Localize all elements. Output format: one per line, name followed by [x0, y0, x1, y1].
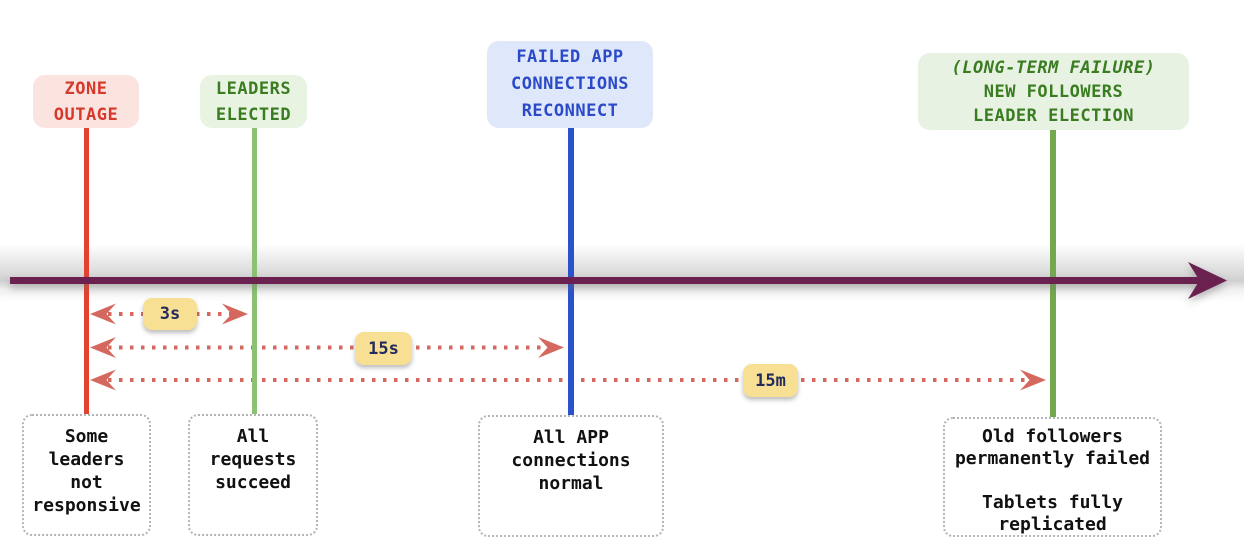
note-old-followers-tablets-replicated: Old followers permanently failed Tablets… [943, 417, 1162, 537]
arrowhead-left-15s-icon [90, 337, 116, 358]
event-line-new-followers [1050, 130, 1056, 417]
event-line-app-reconnect [568, 128, 574, 415]
duration-badge-15s: 15s [355, 332, 412, 365]
timeline-shaft [10, 277, 1200, 284]
note-all-requests-succeed: All requests succeed [188, 414, 318, 536]
timeline-shadow-band [0, 244, 1244, 302]
duration-dotted-lines [108, 312, 1030, 382]
note-all-app-connections-normal: All APP connections normal [478, 415, 664, 537]
duration-badge-15m: 15m [743, 364, 798, 397]
arrowhead-right-15s-icon [538, 337, 564, 358]
note-some-leaders-not-responsive: Some leaders not responsive [22, 414, 151, 536]
event-label-new-followers-leader-election: (LONG-TERM FAILURE) NEW FOLLOWERS LEADER… [918, 53, 1189, 130]
new-followers-leader-election-lines: NEW FOLLOWERS LEADER ELECTION [972, 81, 1135, 126]
long-term-failure-italic-line: (LONG-TERM FAILURE) [951, 57, 1156, 78]
timeline-arrowhead-icon [1188, 262, 1227, 299]
duration-badge-3s: 3s [143, 298, 197, 330]
duration-arrowheads [90, 303, 1046, 391]
event-line-zone-outage [84, 128, 89, 414]
arrowhead-left-3s-icon [90, 303, 116, 325]
event-label-failed-app-connections-reconnect: FAILED APP CONNECTIONS RECONNECT [487, 41, 653, 128]
event-label-leaders-elected: LEADERS ELECTED [200, 75, 307, 128]
arrowhead-left-15m-icon [90, 369, 116, 391]
event-label-zone-outage: ZONE OUTAGE [33, 75, 139, 128]
arrowhead-right-15m-icon [1020, 369, 1046, 391]
arrowhead-right-3s-icon [222, 303, 248, 325]
event-line-leaders-elected [252, 128, 257, 414]
